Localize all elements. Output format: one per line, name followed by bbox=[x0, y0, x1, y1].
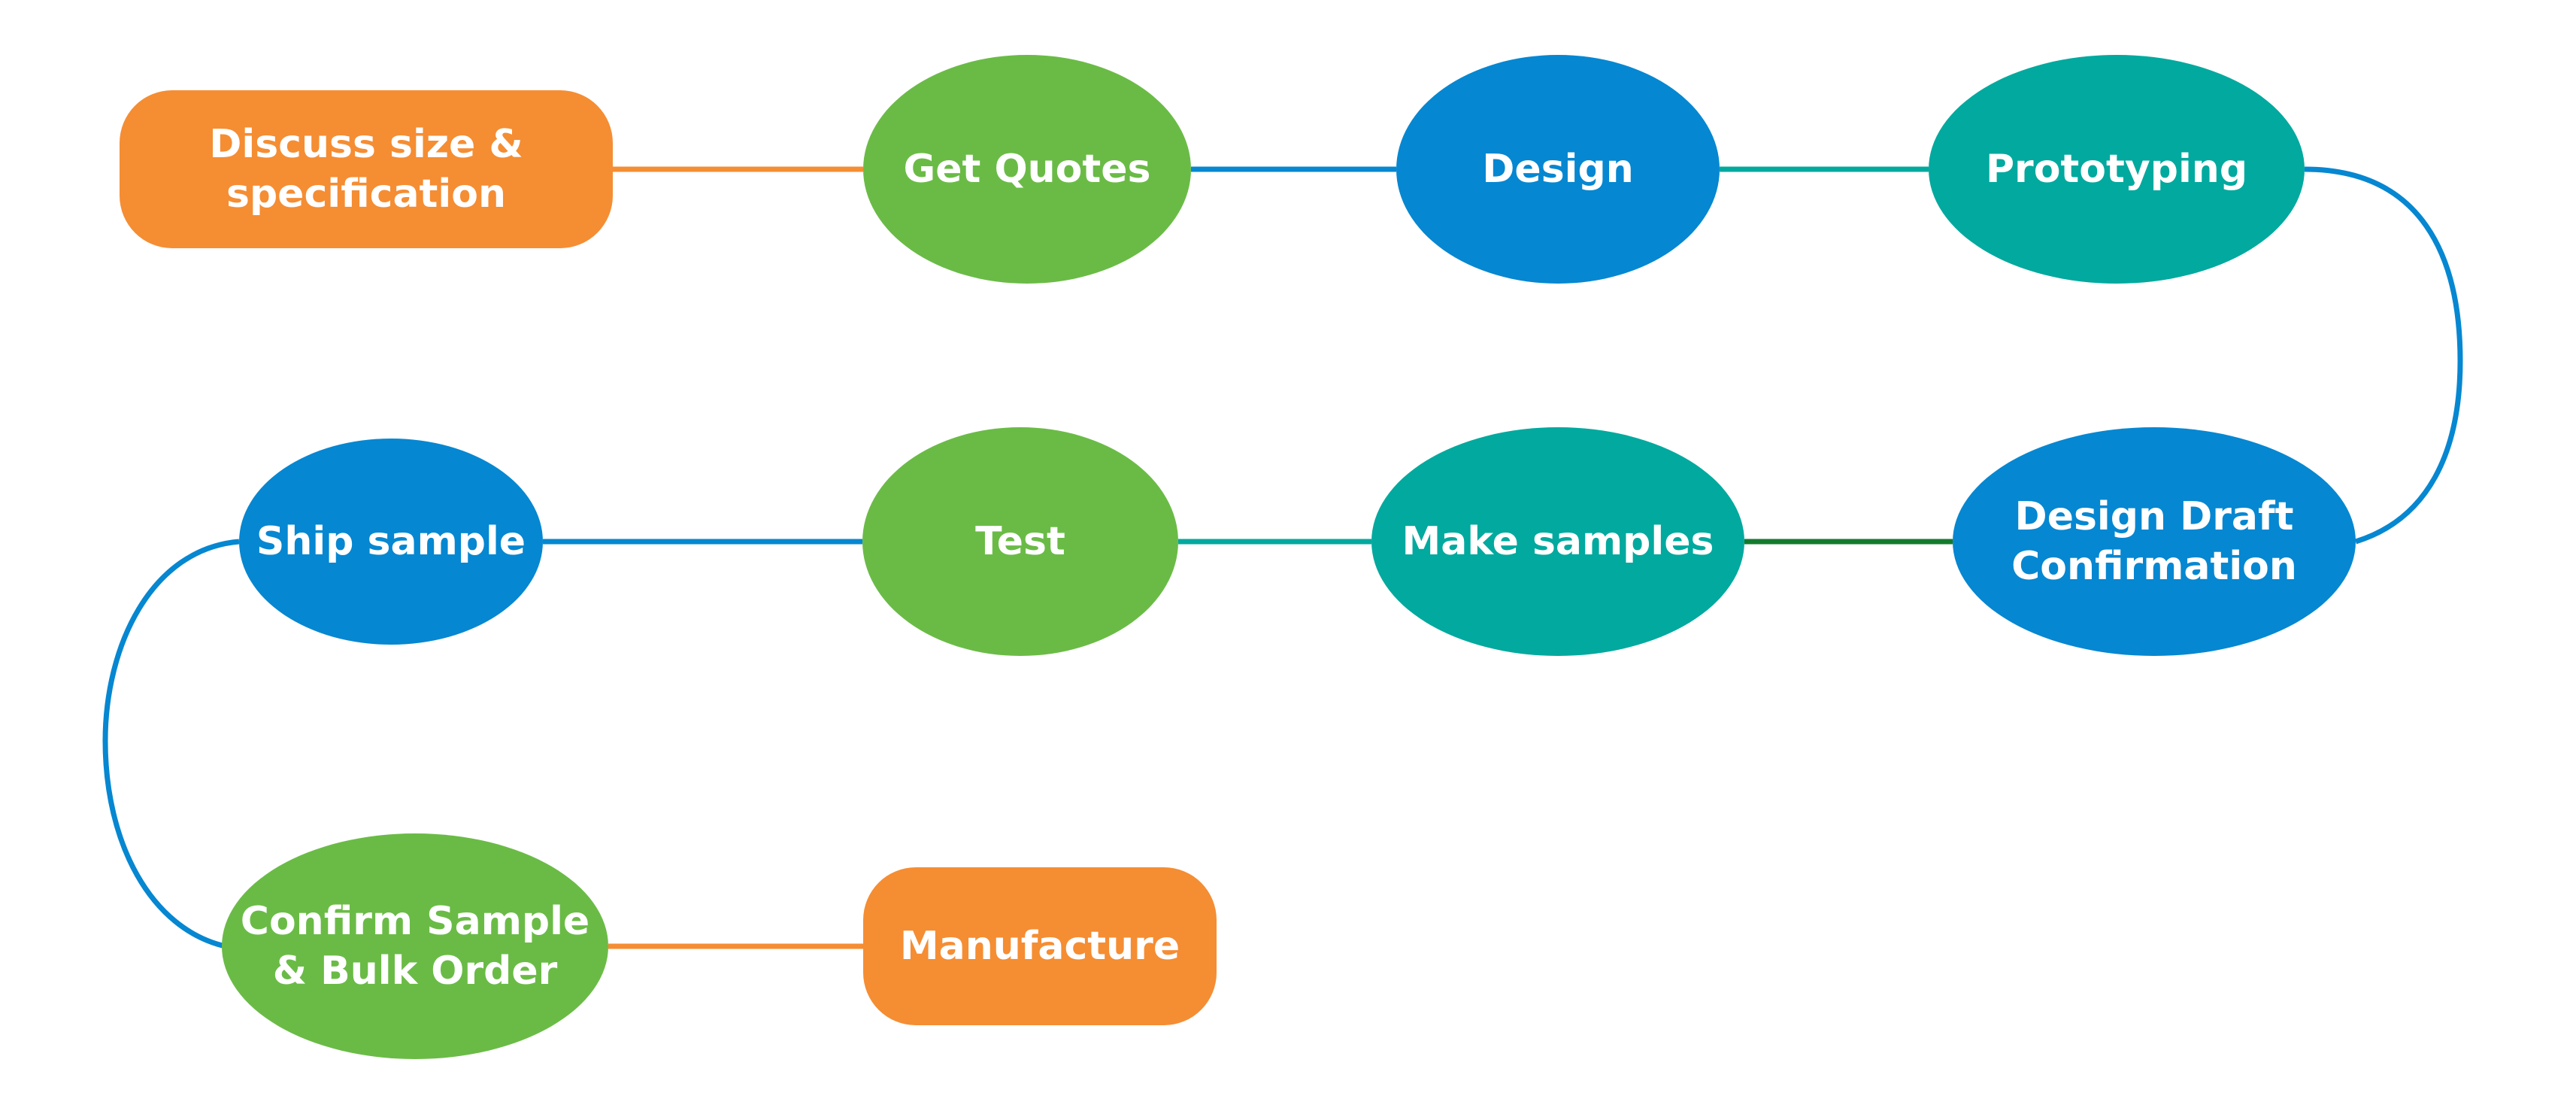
node-quotes-ellipse bbox=[863, 55, 1191, 284]
node-samples-ellipse bbox=[1371, 427, 1744, 656]
connector-layer bbox=[102, 166, 2463, 949]
node-ship-ellipse bbox=[239, 439, 543, 645]
connector-ship-to-confirm bbox=[102, 539, 240, 949]
node-test: Test bbox=[862, 427, 1178, 656]
node-quotes: Get Quotes bbox=[863, 55, 1191, 284]
node-prototyping: Prototyping bbox=[1929, 55, 2305, 284]
node-manufacture-box bbox=[863, 867, 1217, 1025]
node-discuss-box bbox=[120, 90, 613, 248]
connector-prototyping-to-draft bbox=[2304, 166, 2463, 545]
node-design-label-line-1: Design bbox=[1482, 147, 1633, 192]
node-test-label-line-1: Test bbox=[975, 519, 1065, 564]
node-draft-ellipse bbox=[1953, 427, 2356, 656]
node-confirm-label-line-2: & Bulk Order bbox=[273, 949, 558, 994]
node-discuss: Discuss size & specification bbox=[120, 90, 613, 248]
node-discuss-label-line-2: specification bbox=[226, 172, 506, 217]
node-samples-label-line-1: Make samples bbox=[1402, 519, 1714, 564]
node-draft-label-line-2: Confirmation bbox=[2011, 544, 2297, 589]
node-manufacture: Manufacture bbox=[863, 867, 1217, 1025]
node-ship: Ship sample bbox=[239, 439, 543, 645]
node-confirm-label-line-1: Confirm Sample bbox=[241, 899, 589, 944]
node-manufacture-label-line-1: Manufacture bbox=[900, 924, 1180, 969]
node-quotes-label-line-1: Get Quotes bbox=[904, 147, 1151, 192]
node-draft-label-line-1: Design Draft bbox=[2015, 494, 2294, 539]
node-prototyping-label-line-1: Prototyping bbox=[1986, 147, 2247, 192]
node-confirm: Confirm Sample & Bulk Order bbox=[222, 833, 608, 1059]
node-samples: Make samples bbox=[1371, 427, 1744, 656]
node-design: Design bbox=[1396, 55, 1720, 284]
node-test-ellipse bbox=[862, 427, 1178, 656]
node-confirm-ellipse bbox=[222, 833, 608, 1059]
node-design-ellipse bbox=[1396, 55, 1720, 284]
node-discuss-label-line-1: Discuss size & bbox=[209, 122, 523, 167]
node-prototyping-ellipse bbox=[1929, 55, 2305, 284]
node-ship-label-line-1: Ship sample bbox=[256, 519, 526, 564]
